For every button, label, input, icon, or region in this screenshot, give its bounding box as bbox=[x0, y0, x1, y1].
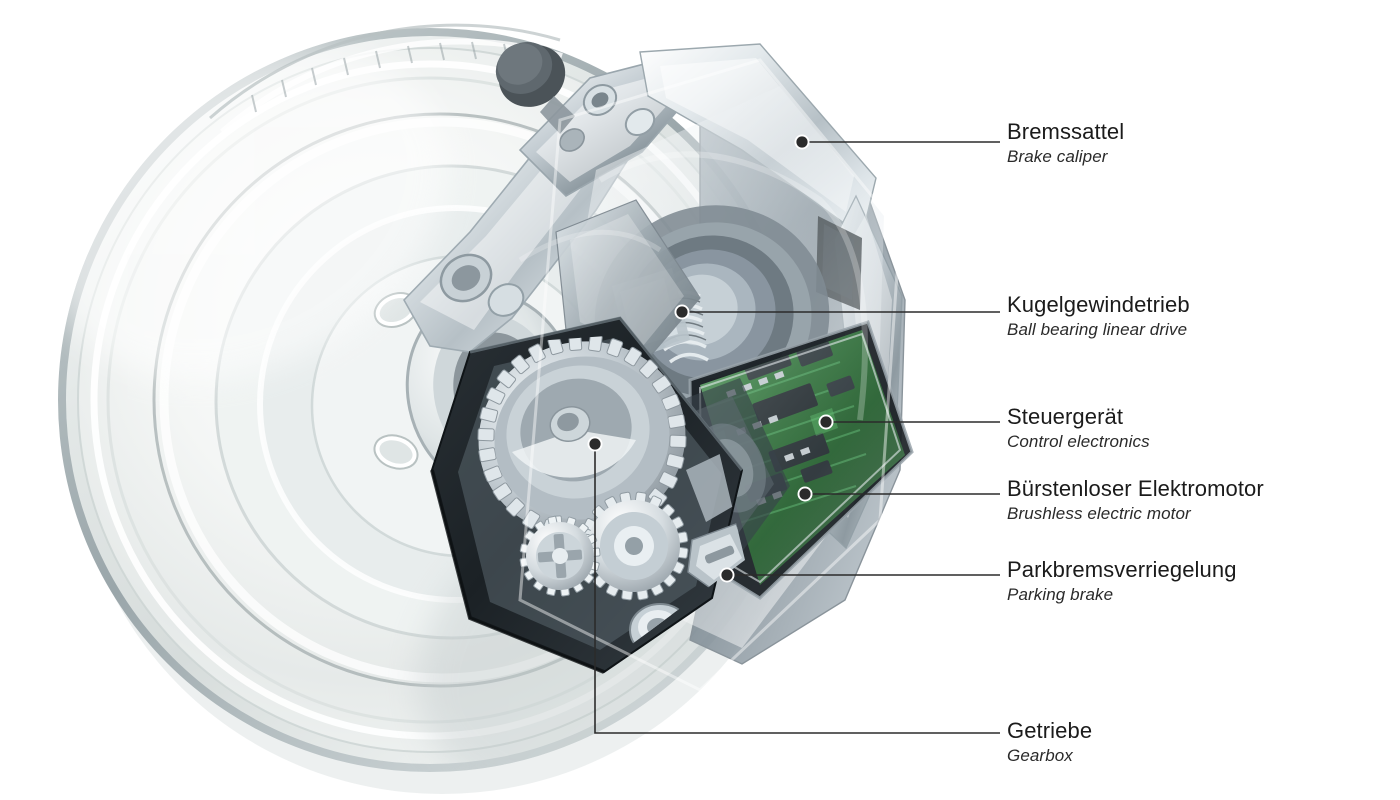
callout-label-en: Brushless electric motor bbox=[1007, 503, 1191, 523]
callout-control-electronics: Steuergerät Control electronics bbox=[1007, 404, 1150, 452]
callout-gearbox: Getriebe Gearbox bbox=[1007, 718, 1092, 766]
pinion-gear bbox=[519, 515, 601, 597]
callout-label-de: Parkbremsverriegelung bbox=[1007, 557, 1237, 582]
brake-caliper-illustration bbox=[58, 23, 914, 794]
callout-label-en: Parking brake bbox=[1007, 584, 1114, 604]
callout-label-de: Steuergerät bbox=[1007, 404, 1124, 429]
guide-pin bbox=[495, 42, 575, 134]
callout-label-en: Gearbox bbox=[1007, 745, 1073, 765]
callout-label-de: Bremssattel bbox=[1007, 119, 1125, 144]
callout-label-en: Brake caliper bbox=[1007, 146, 1108, 166]
callout-ball-bearing-linear-drive: Kugelgewindetrieb Ball bearing linear dr… bbox=[1007, 292, 1190, 340]
callout-label-de: Getriebe bbox=[1007, 718, 1093, 743]
callout-brushless-electric-motor: Bürstenloser Elektromotor Brushless elec… bbox=[1007, 476, 1264, 524]
callout-brake-caliper: Bremssattel Brake caliper bbox=[1007, 119, 1124, 167]
callout-label-de: Bürstenloser Elektromotor bbox=[1007, 476, 1264, 501]
callout-parking-brake: Parkbremsverriegelung Parking brake bbox=[1007, 557, 1237, 605]
callout-label-en: Ball bearing linear drive bbox=[1007, 319, 1188, 339]
callout-label-de: Kugelgewindetrieb bbox=[1007, 292, 1190, 317]
callout-label-en: Control electronics bbox=[1007, 431, 1150, 451]
